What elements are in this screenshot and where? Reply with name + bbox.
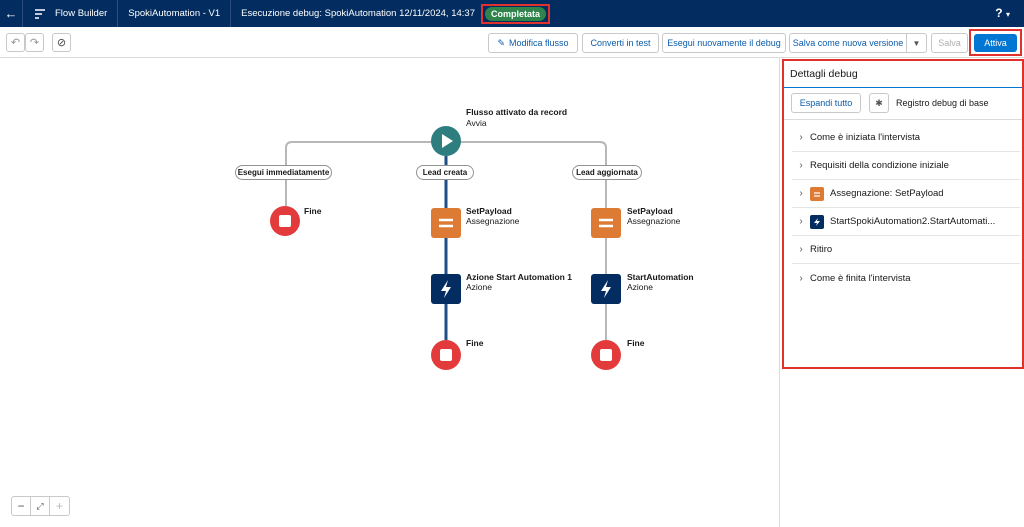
assignment-icon[interactable] — [591, 208, 621, 238]
divider — [784, 119, 1022, 120]
save-as-new-version-button[interactable]: Salva come nuova versione — [789, 33, 907, 53]
path-pill[interactable]: Lead creata — [416, 165, 474, 180]
edit-flow-button[interactable]: ✎ Modifica flusso — [488, 33, 578, 53]
assignment-subtitle: Assegnazione — [466, 216, 520, 226]
action-title: StartAutomation — [627, 272, 694, 282]
debug-panel-highlight: Dettagli debug Espandi tutto ✱ Registro … — [782, 59, 1024, 369]
assignment-title: SetPayload — [627, 206, 673, 216]
divider — [22, 0, 23, 27]
assignment-icon[interactable] — [431, 208, 461, 238]
action-subtitle: Azione — [627, 282, 653, 292]
activate-button-highlight: Attiva — [969, 29, 1022, 56]
divider — [230, 0, 232, 27]
save-button[interactable]: Salva — [931, 33, 968, 53]
chevron-right-icon: › — [799, 272, 803, 284]
redo-icon[interactable]: ↷ — [25, 33, 44, 52]
flow-canvas[interactable]: Flusso attivato da record Avvia Esegui i… — [0, 58, 780, 527]
start-subtitle: Avvia — [466, 118, 487, 128]
activate-button[interactable]: Attiva — [974, 34, 1017, 52]
undo-icon[interactable]: ↶ — [6, 33, 25, 52]
start-play-icon[interactable] — [431, 126, 461, 156]
zoom-out-icon[interactable]: − — [12, 497, 31, 515]
path-pill[interactable]: Esegui immediatamente — [235, 165, 332, 180]
toolbar: ↶ ↷ ⊘ ✎ Modifica flusso Converti in test… — [0, 27, 1024, 58]
app-name: Flow Builder — [55, 8, 108, 19]
debug-row-label: Come è iniziata l'intervista — [810, 132, 921, 143]
path-pill[interactable]: Lead aggiornata — [572, 165, 642, 180]
assignment-icon — [810, 186, 824, 201]
pencil-icon: ✎ — [497, 37, 505, 48]
top-header: ← Flow Builder SpokiAutomation - V1 Esec… — [0, 0, 1024, 27]
debug-row-label: Assegnazione: SetPayload — [830, 188, 944, 199]
expand-all-button[interactable]: Espandi tutto — [791, 93, 861, 113]
status-badge-highlight: Completata — [480, 3, 550, 24]
end-stop-icon[interactable] — [270, 206, 300, 236]
status-badge: Completata — [484, 6, 546, 21]
action-subtitle: Azione — [466, 282, 492, 292]
debug-row-label: StartSpokiAutomation2.StartAutomati... — [830, 216, 996, 227]
flow-name: SpokiAutomation - V1 — [128, 8, 221, 19]
chevron-right-icon: › — [799, 160, 803, 171]
chevron-right-icon: › — [799, 188, 803, 199]
edit-flow-label: Modifica flusso — [509, 38, 569, 48]
zoom-in-icon[interactable]: + — [55, 499, 63, 513]
fit-view-icon[interactable]: ⤢ — [31, 497, 50, 515]
debug-row[interactable]: › Requisiti della condizione iniziale — [792, 152, 1020, 180]
debug-row[interactable]: › Come è finita l'intervista — [792, 264, 1020, 292]
action-bolt-icon[interactable] — [431, 274, 461, 304]
chevron-right-icon: › — [799, 132, 803, 143]
action-title: Azione Start Automation 1 — [466, 272, 572, 282]
end-label: Fine — [627, 338, 645, 348]
debug-row[interactable]: › StartSpokiAutomation2.StartAutomati... — [792, 208, 1020, 236]
debug-row[interactable]: › Assegnazione: SetPayload — [792, 180, 1020, 208]
assignment-title: SetPayload — [466, 206, 512, 216]
debug-row-label: Requisiti della condizione iniziale — [810, 160, 949, 171]
action-icon — [810, 214, 824, 229]
gear-icon[interactable]: ✱ — [869, 93, 889, 113]
debug-panel: Dettagli debug Espandi tutto ✱ Registro … — [779, 58, 1024, 527]
chevron-right-icon: › — [799, 216, 803, 227]
end-stop-icon[interactable] — [591, 340, 621, 370]
chevron-right-icon: › — [799, 244, 803, 255]
assignment-subtitle: Assegnazione — [627, 216, 681, 226]
chevron-down-icon[interactable]: ▼ — [906, 33, 927, 53]
debug-row-label: Come è finita l'intervista — [810, 272, 911, 284]
debug-run-title: Esecuzione debug: SpokiAutomation 12/11/… — [241, 8, 475, 19]
flow-builder-icon — [35, 8, 45, 19]
divider — [117, 0, 119, 27]
start-title: Flusso attivato da record — [466, 107, 568, 117]
flow-connectors — [285, 141, 607, 340]
cancel-circle-icon[interactable]: ⊘ — [52, 33, 71, 52]
debug-log-label: Registro debug di base — [896, 98, 989, 108]
action-bolt-icon[interactable] — [591, 274, 621, 304]
convert-test-button[interactable]: Converti in test — [582, 33, 659, 53]
end-stop-icon[interactable] — [431, 340, 461, 370]
panel-title: Dettagli debug — [790, 68, 858, 80]
end-label: Fine — [304, 206, 322, 216]
divider — [784, 87, 1022, 88]
rerun-debug-button[interactable]: Esegui nuovamente il debug — [662, 33, 786, 53]
zoom-controls: − ⤢ + — [11, 496, 70, 516]
debug-row-label: Ritiro — [810, 244, 833, 255]
back-arrow-icon[interactable]: ← — [4, 6, 18, 21]
debug-row[interactable]: › Ritiro — [792, 236, 1020, 264]
debug-row[interactable]: › Come è iniziata l'intervista — [792, 124, 1020, 152]
end-label: Fine — [466, 338, 484, 348]
help-icon[interactable]: ? ▾ — [995, 6, 1010, 20]
